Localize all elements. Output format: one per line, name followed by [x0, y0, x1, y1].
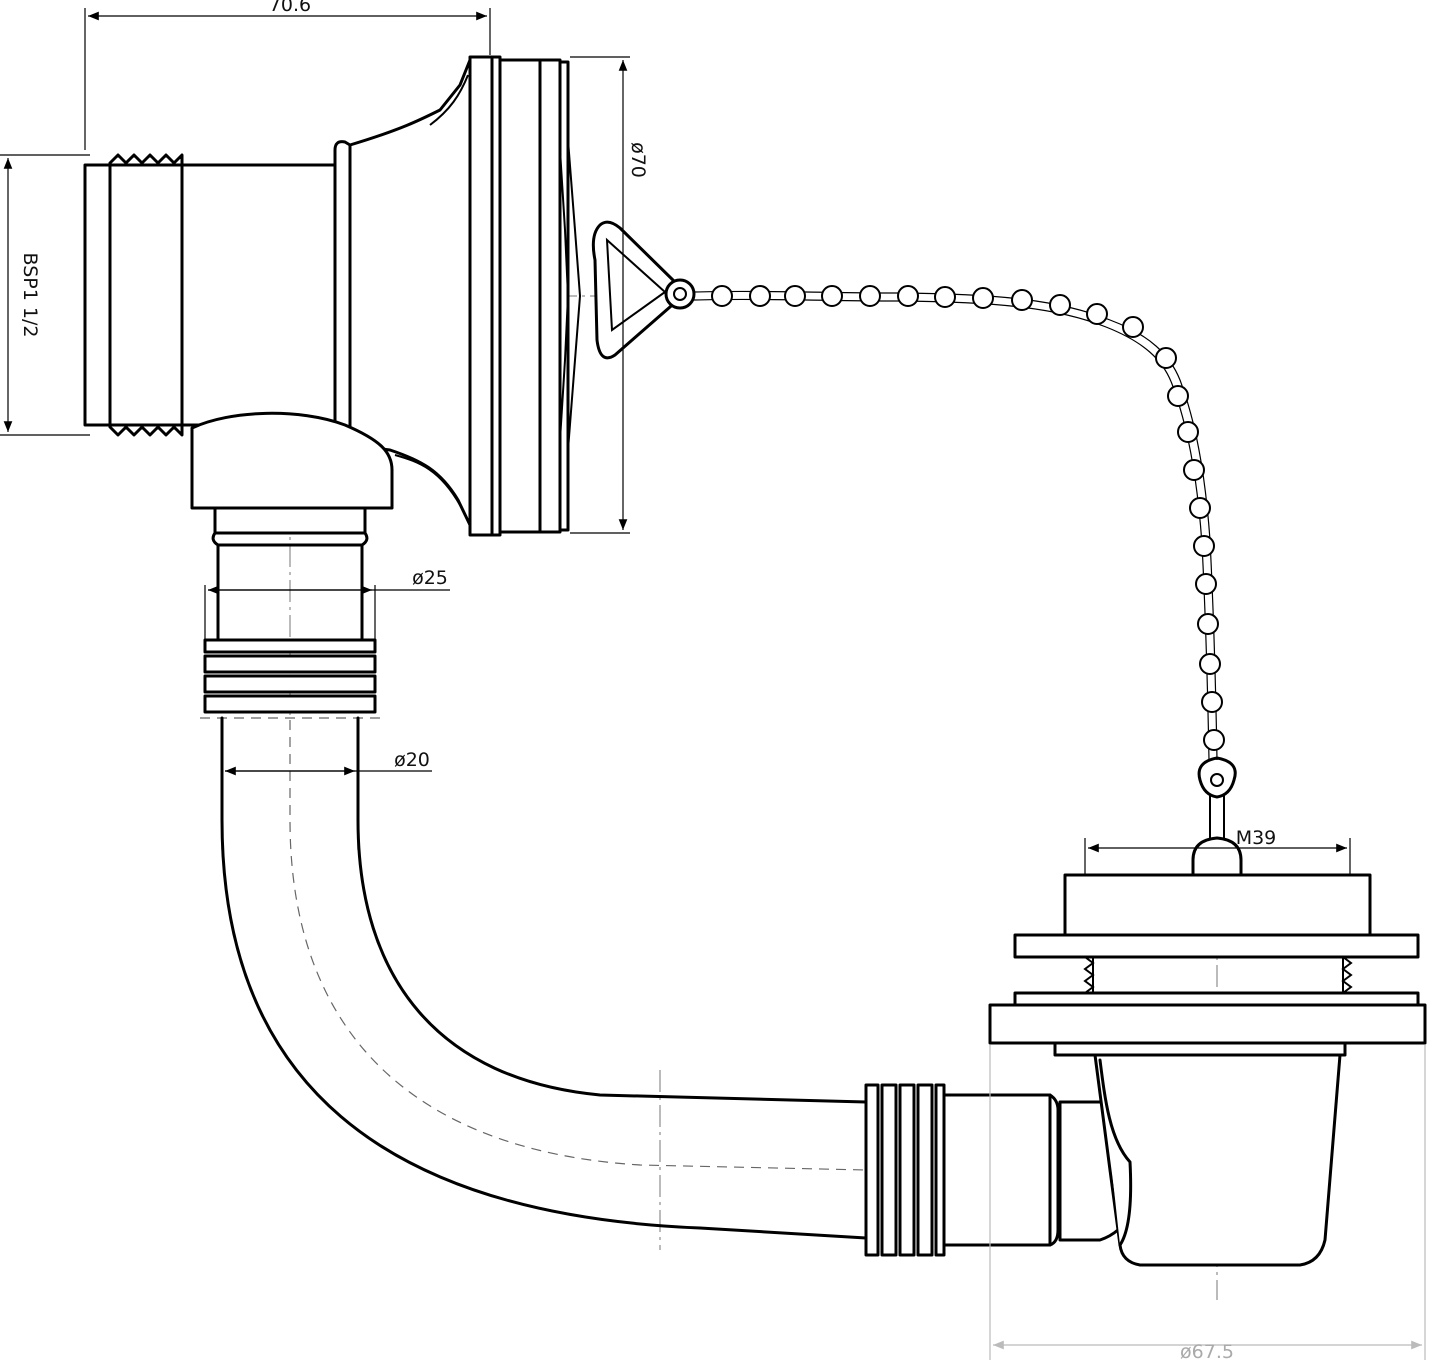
chain [693, 285, 1225, 761]
vertical-pipe [200, 506, 382, 719]
pipe-upper-label: ø25 [412, 567, 448, 589]
waste-outlet [988, 756, 1427, 1267]
overflow-diameter-label: ø70 [627, 142, 649, 178]
bent-tube [220, 716, 868, 1240]
waste-thread-label: M39 [1236, 827, 1277, 849]
pipe-lower-label: ø20 [394, 749, 430, 771]
thread-label: BSP1 1/2 [19, 253, 41, 338]
waste-diameter-label: ø67.5 [1180, 1341, 1234, 1360]
overflow-body [83, 55, 696, 537]
compression-nut [864, 1083, 1060, 1257]
overall-width-label: 70.6 [269, 0, 311, 16]
dimension-lines [0, 8, 1426, 1360]
